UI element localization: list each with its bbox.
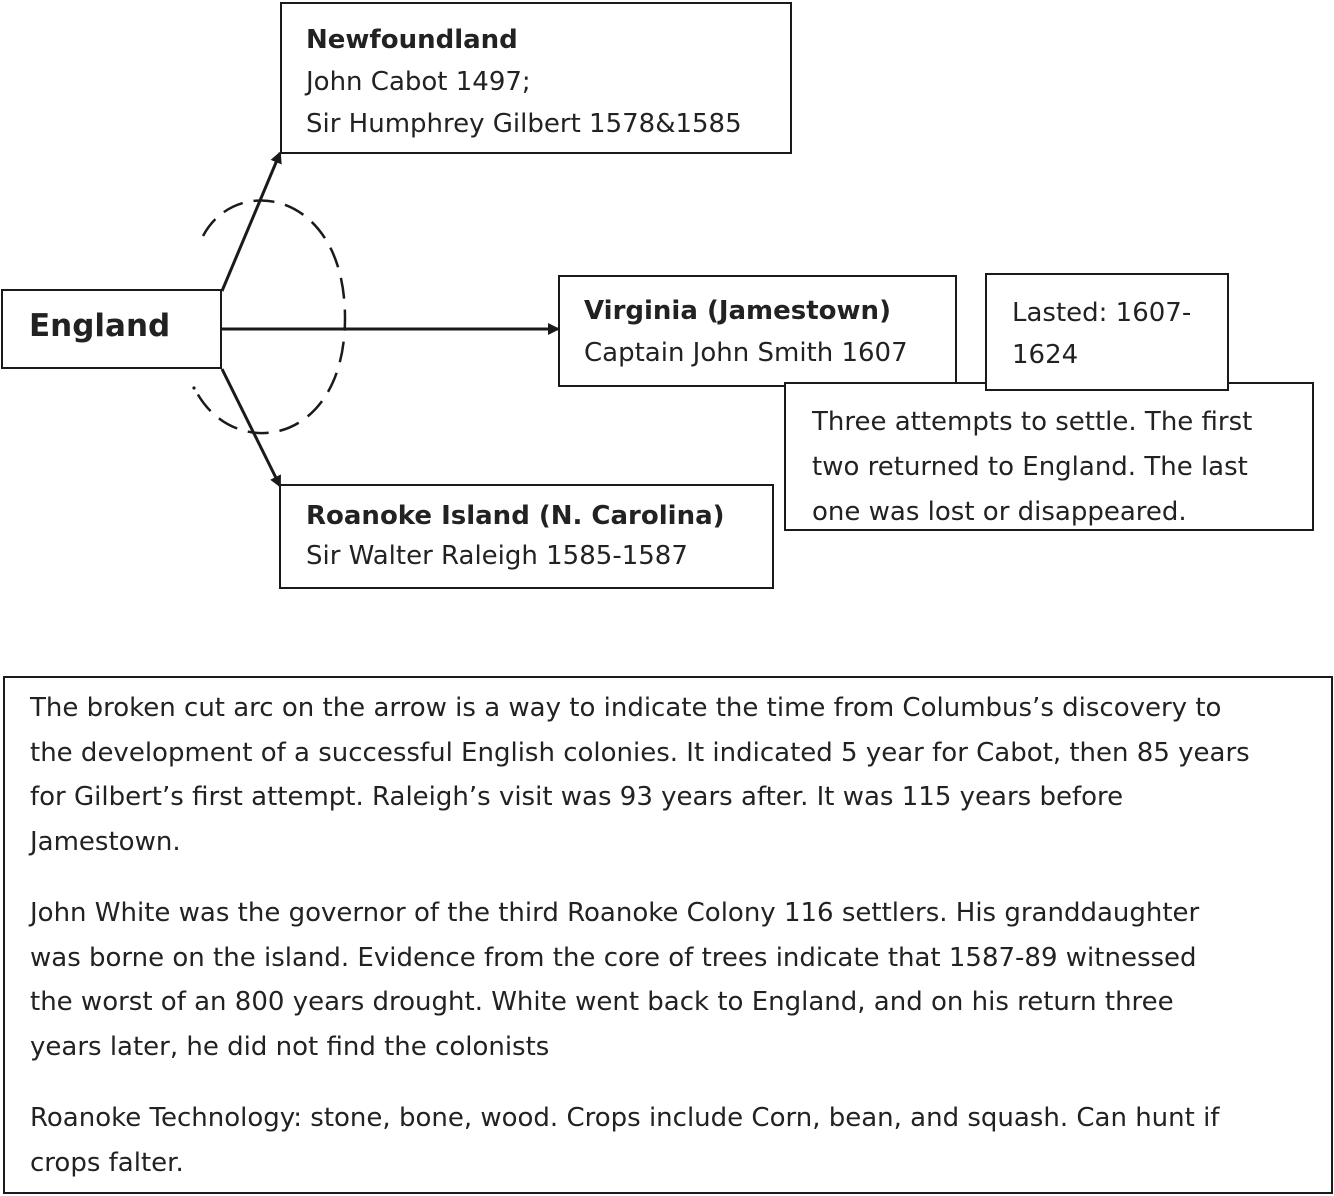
lasted-line: Lasted: 1607- xyxy=(1012,298,1192,328)
origin-england-box: England xyxy=(1,289,222,369)
notes-line: crops falter. xyxy=(30,1147,184,1178)
attempts-line: Three attempts to settle. The first xyxy=(812,407,1253,437)
attempts-callout-box: Three attempts to settle. The first two … xyxy=(784,382,1314,531)
notes-box: The broken cut arc on the arrow is a way… xyxy=(3,676,1333,1194)
lasted-callout-box: Lasted: 1607- 1624 xyxy=(985,273,1229,391)
origin-label: England xyxy=(29,308,171,344)
notes-paragraph: Roanoke Technology: stone, bone, wood. C… xyxy=(30,1096,1250,1185)
notes-paragraph: The broken cut arc on the arrow is a way… xyxy=(30,686,1250,864)
notes-line: was borne on the island. Evidence from t… xyxy=(30,942,1197,973)
lasted-line: 1624 xyxy=(1012,340,1079,370)
notes-line: Jamestown. xyxy=(30,826,181,857)
roanoke-line: Sir Walter Raleigh 1585-1587 xyxy=(306,541,688,571)
virginia-line: Captain John Smith 1607 xyxy=(584,338,908,368)
arc-end-dot xyxy=(192,386,196,390)
notes-line: years later, he did not find the colonis… xyxy=(30,1031,550,1062)
roanoke-title: Roanoke Island (N. Carolina) xyxy=(306,501,725,531)
attempts-line: two returned to England. The last xyxy=(812,452,1248,482)
virginia-title: Virginia (Jamestown) xyxy=(584,296,891,326)
notes-line: Roanoke Technology: stone, bone, wood. C… xyxy=(30,1103,1220,1133)
notes-line: for Gilbert’s first attempt. Raleigh’s v… xyxy=(30,782,1124,812)
newfoundland-line: Sir Humphrey Gilbert 1578&1585 xyxy=(306,109,742,139)
notes-line: the worst of an 800 years drought. White… xyxy=(30,987,1174,1017)
notes-line: The broken cut arc on the arrow is a way… xyxy=(30,693,1222,723)
roanoke-box: Roanoke Island (N. Carolina) Sir Walter … xyxy=(279,484,774,589)
newfoundland-title: Newfoundland xyxy=(306,25,518,55)
arrow-to-roanoke xyxy=(220,368,282,488)
notes-line: the development of a successful English … xyxy=(30,737,1250,768)
newfoundland-line: John Cabot 1497; xyxy=(306,67,531,97)
virginia-box: Virginia (Jamestown) Captain John Smith … xyxy=(558,275,957,387)
newfoundland-box: Newfoundland John Cabot 1497; Sir Humphr… xyxy=(280,2,792,154)
notes-line: John White was the governor of the third… xyxy=(30,898,1200,928)
notes-paragraph: John White was the governor of the third… xyxy=(30,891,1250,1069)
attempts-line: one was lost or disappeared. xyxy=(812,497,1187,527)
arrow-to-newfoundland xyxy=(220,151,282,292)
dashed-time-arc xyxy=(195,199,347,435)
